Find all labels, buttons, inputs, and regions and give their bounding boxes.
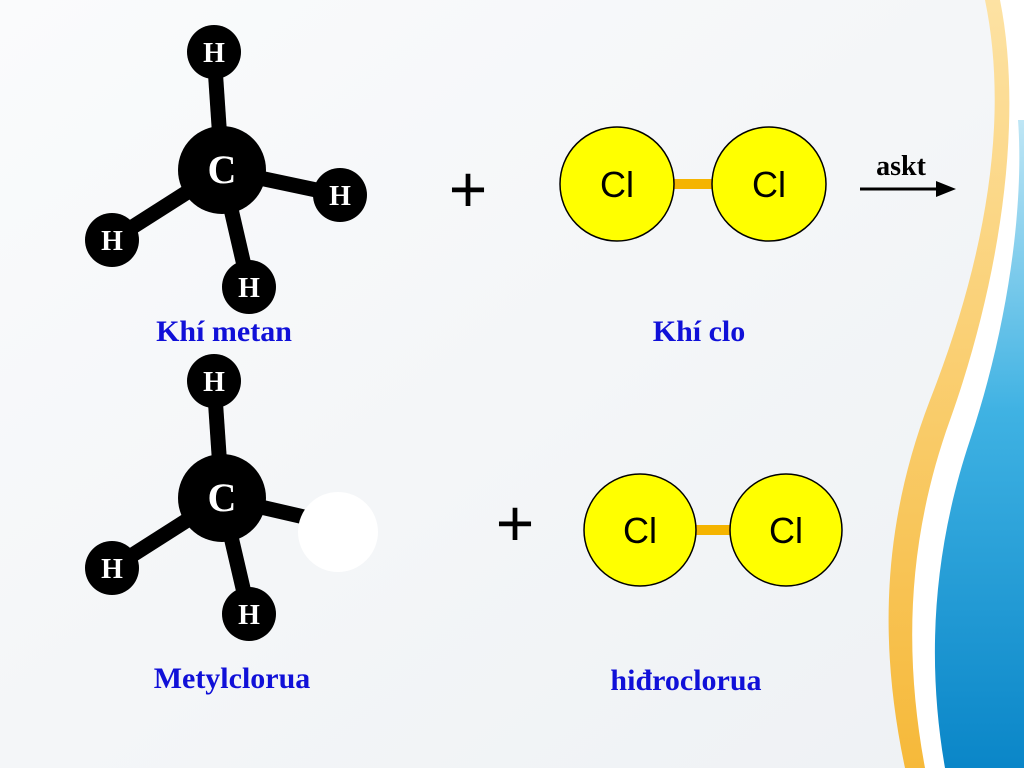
chlorine-caption: Khí clo: [653, 315, 746, 348]
carbon-atom-2: [178, 454, 266, 542]
cl-cl-bond-2: [680, 525, 750, 535]
reaction-arrow: askt: [860, 151, 956, 197]
methyl-chloride-caption: Metylclorua: [154, 662, 311, 695]
chlorine-atom-left: [559, 126, 675, 242]
hydrogen-atom-left-2: [85, 541, 139, 595]
hydrogen-atom-bottom-2: [222, 587, 276, 641]
cl-cl-bond: [660, 179, 730, 189]
methane-caption: Khí metan: [156, 315, 292, 348]
carbon-label: C: [208, 147, 237, 192]
empty-substituent-placeholder: [298, 492, 378, 572]
chlorine-label-right-2: Cl: [769, 510, 803, 551]
hydrogen-label-bottom: H: [238, 273, 260, 304]
hydrogen-label-top: H: [203, 38, 225, 69]
hydrogen-label-right: H: [329, 181, 351, 212]
chlorine-label-left: Cl: [600, 164, 634, 205]
carbon-label-2: C: [208, 475, 237, 520]
hydrogen-atom-top: [187, 25, 241, 79]
chlorine-atom-right: [711, 126, 827, 242]
hydrogen-atom-bottom: [222, 260, 276, 314]
methyl-chloride-molecule: H H H C: [85, 354, 378, 641]
hydrogen-atom-left: [85, 213, 139, 267]
chlorine-molecule: Cl Cl: [559, 126, 827, 242]
hydrogen-label-left-2: H: [101, 554, 123, 585]
carbon-atom: [178, 126, 266, 214]
chlorine-label-right: Cl: [752, 164, 786, 205]
arrow-head-icon: [936, 181, 956, 197]
hydrogen-chloride-molecule: Cl Cl: [583, 473, 843, 587]
arrow-condition: askt: [876, 151, 926, 182]
decorative-border: [888, 0, 1024, 768]
hydrogen-label-bottom-2: H: [238, 600, 260, 631]
methane-molecule: H H H H C: [85, 25, 367, 314]
chlorine-atom-left-2: [583, 473, 697, 587]
hydrogen-atom-top-2: [187, 354, 241, 408]
hydrogen-label-left: H: [101, 226, 123, 257]
hydrogen-atom-right: [313, 168, 367, 222]
hydrogen-chloride-caption: hiđroclorua: [610, 664, 761, 697]
chlorine-label-left-2: Cl: [623, 510, 657, 551]
chlorine-atom-right-2: [729, 473, 843, 587]
blue-swoosh: [934, 120, 1024, 768]
hydrogen-label-top-2: H: [203, 367, 225, 398]
plus-sign-1: +: [449, 152, 488, 226]
plus-sign-2: +: [496, 486, 535, 560]
